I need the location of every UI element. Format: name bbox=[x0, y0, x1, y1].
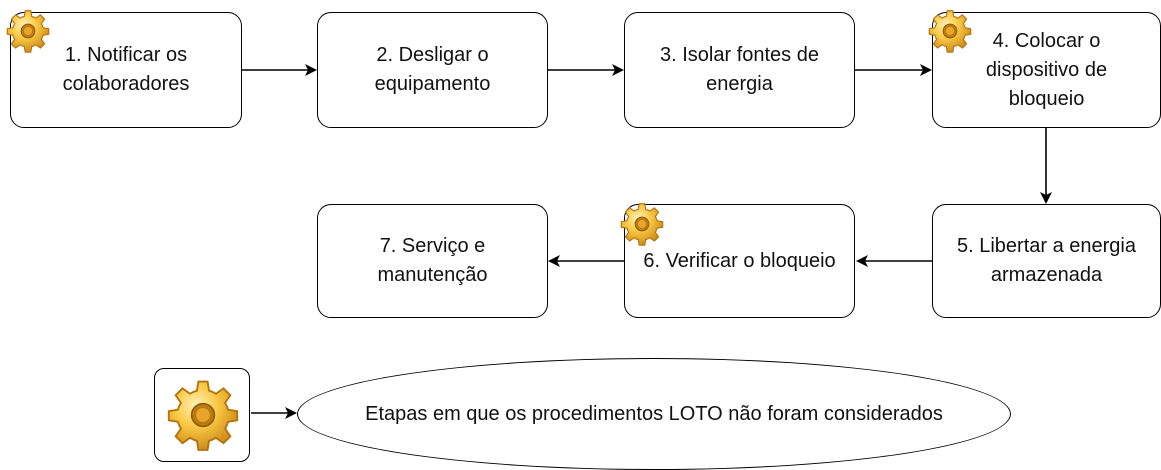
step-1-box: 1. Notificar os colaboradores bbox=[10, 12, 242, 128]
step-3-label: 3. Isolar fontes de energia bbox=[660, 44, 819, 95]
step-5-label: 5. Libertar a energia armazenada bbox=[956, 235, 1136, 286]
gear-icon bbox=[165, 377, 241, 453]
step-2-box: 2. Desligar o equipamento bbox=[317, 12, 548, 128]
step-4-label: 4. Colocar o dispositivo de bloqueio bbox=[985, 29, 1108, 110]
legend-icon-box bbox=[154, 368, 250, 462]
step-5-box: 5. Libertar a energia armazenada bbox=[932, 204, 1161, 318]
gear-icon bbox=[619, 201, 665, 247]
gear-icon bbox=[5, 8, 51, 54]
step-2-label: 2. Desligar o equipamento bbox=[374, 44, 491, 95]
step-6-label: 6. Verificar o bloqueio bbox=[643, 249, 836, 272]
step-7-label: 7. Serviço e manutenção bbox=[377, 235, 488, 286]
gear-icon bbox=[927, 8, 973, 54]
step-1-label: 1. Notificar os colaboradores bbox=[62, 44, 190, 95]
legend-ellipse: Etapas em que os procedimentos LOTO não … bbox=[297, 358, 1011, 470]
legend-text: Etapas em que os procedimentos LOTO não … bbox=[365, 402, 943, 425]
step-7-box: 7. Serviço e manutenção bbox=[317, 204, 548, 318]
step-3-box: 3. Isolar fontes de energia bbox=[624, 12, 855, 128]
